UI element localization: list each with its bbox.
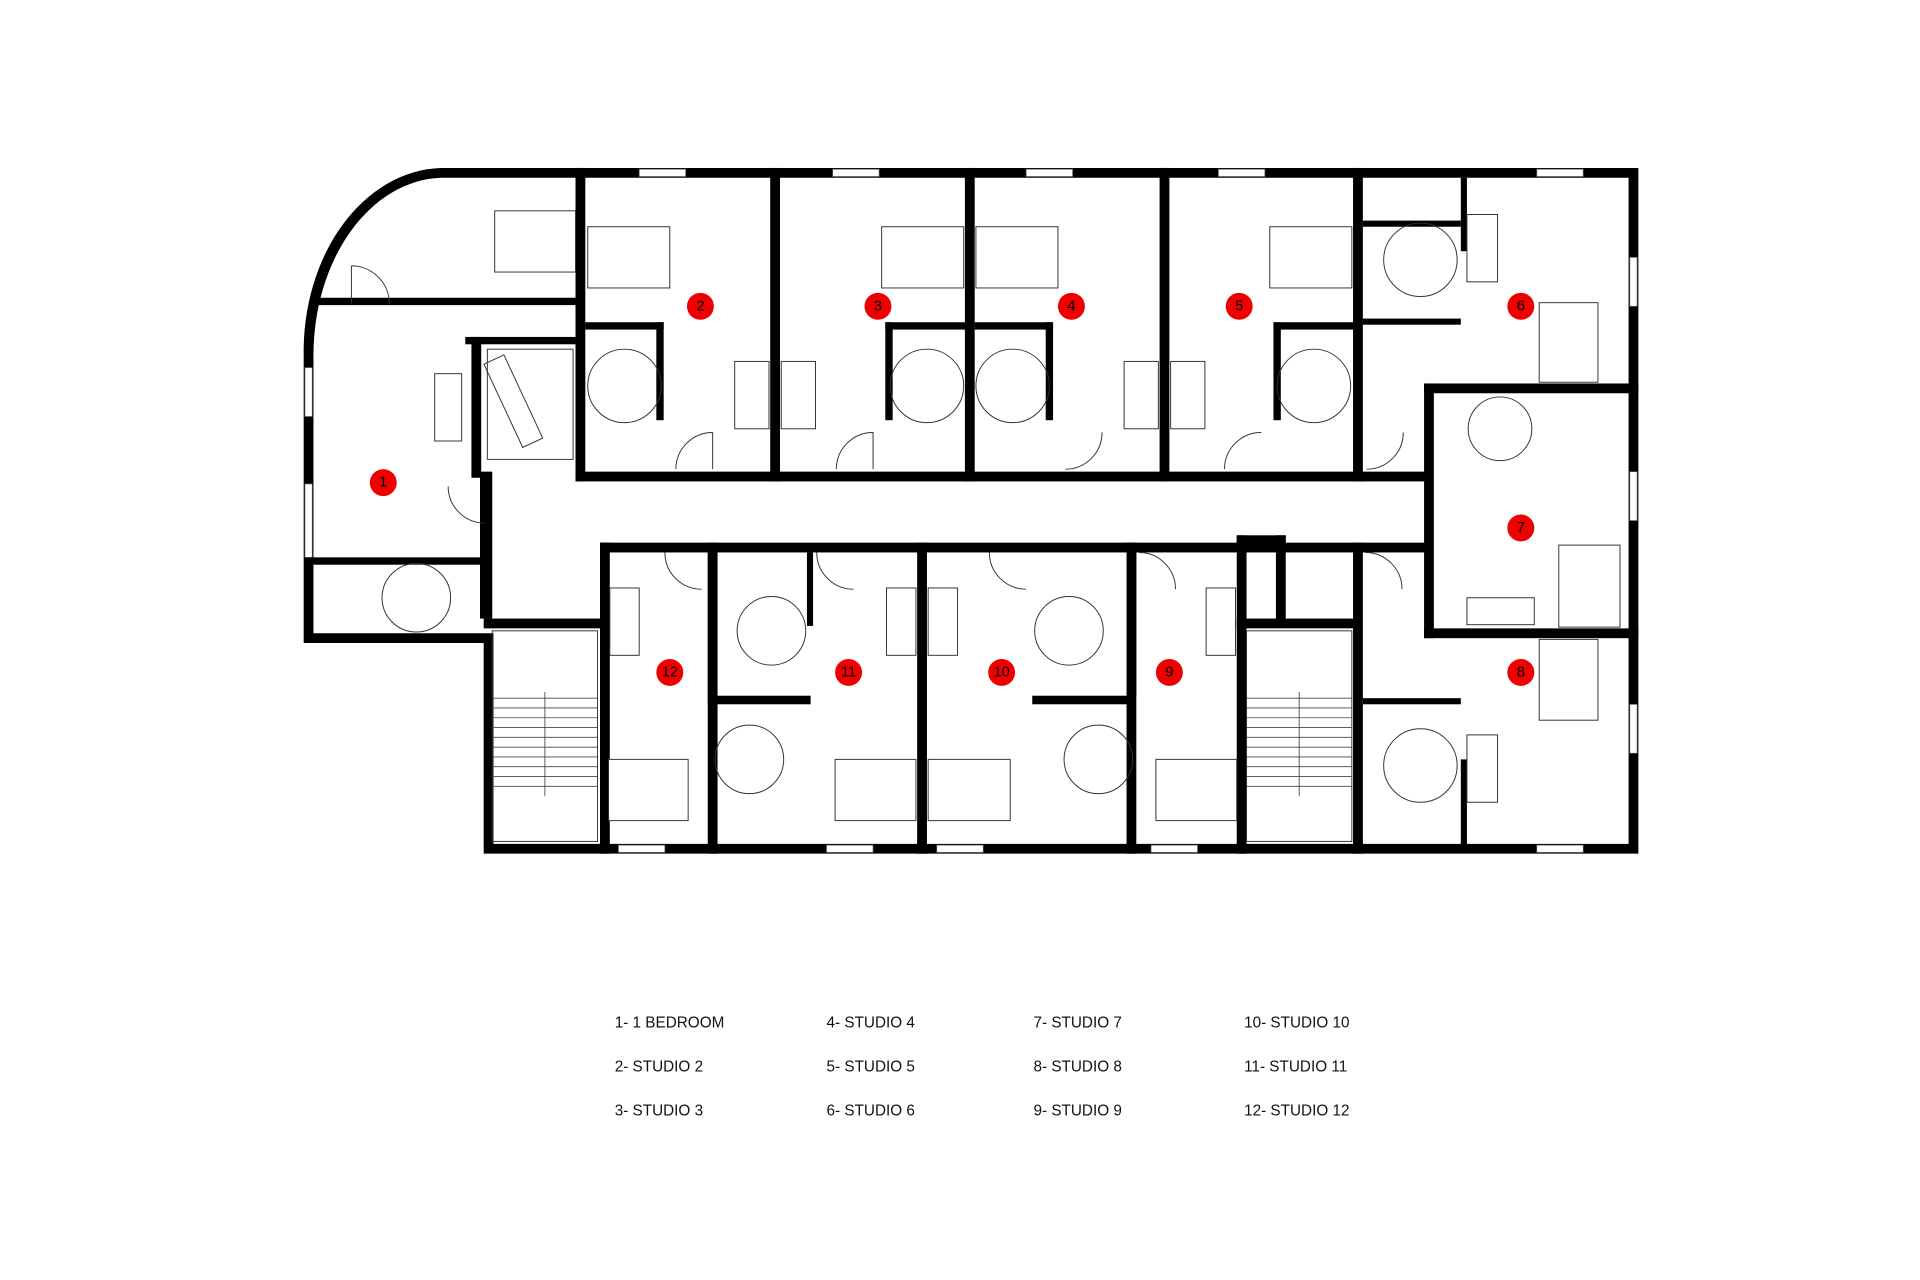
unit-tag-label: 4 <box>1067 298 1075 314</box>
unit-tag-label: 3 <box>874 298 882 314</box>
unit-tag-label: 11 <box>841 664 856 680</box>
legend-item: 11- STUDIO 11 <box>1244 1059 1347 1076</box>
bathroom-walls <box>585 177 1467 846</box>
unit-tag-label: 10 <box>993 664 1009 680</box>
unit-tag-label: 12 <box>662 664 678 680</box>
unit-tag-11[interactable]: 11 <box>835 658 863 686</box>
unit-tag-label: 7 <box>1517 520 1525 536</box>
unit-tag-label: 2 <box>696 298 704 314</box>
unit-tag-5[interactable]: 5 <box>1225 292 1253 320</box>
legend-item: 6- STUDIO 6 <box>827 1103 915 1120</box>
stairs <box>491 630 1353 842</box>
legend-item: 2- STUDIO 2 <box>615 1059 703 1076</box>
unit-tag-label: 6 <box>1517 298 1525 314</box>
unit-tags: 1 2 3 4 5 6 7 8 9 10 11 12 <box>369 292 1535 686</box>
legend-item: 4- STUDIO 4 <box>827 1015 916 1032</box>
unit-legend: 1- 1 BEDROOM 2- STUDIO 2 3- STUDIO 3 4- … <box>615 1015 1350 1120</box>
legend-item: 10- STUDIO 10 <box>1244 1015 1349 1032</box>
legend-item: 7- STUDIO 7 <box>1033 1015 1121 1032</box>
unit-tag-2[interactable]: 2 <box>686 292 714 320</box>
unit-tag-label: 1 <box>379 475 387 491</box>
unit-tag-1[interactable]: 1 <box>369 469 397 497</box>
legend-item: 5- STUDIO 5 <box>827 1059 915 1076</box>
legend-item: 1- 1 BEDROOM <box>615 1015 725 1032</box>
legend-item: 9- STUDIO 9 <box>1033 1103 1121 1120</box>
unit-tag-7[interactable]: 7 <box>1507 514 1535 542</box>
unit-tag-3[interactable]: 3 <box>864 292 892 320</box>
legend-item: 12- STUDIO 12 <box>1244 1103 1349 1120</box>
unit-tag-12[interactable]: 12 <box>656 658 684 686</box>
fixtures <box>350 210 1621 822</box>
unit-tag-label: 9 <box>1165 664 1173 680</box>
unit-tag-label: 8 <box>1517 664 1525 680</box>
unit-tag-6[interactable]: 6 <box>1507 292 1535 320</box>
unit-tag-label: 5 <box>1235 298 1243 314</box>
walls <box>303 167 1639 854</box>
legend-item: 3- STUDIO 3 <box>615 1103 703 1120</box>
legend-item: 8- STUDIO 8 <box>1033 1059 1121 1076</box>
unit-tag-9[interactable]: 9 <box>1155 658 1183 686</box>
unit-tag-4[interactable]: 4 <box>1057 292 1085 320</box>
unit-tag-10[interactable]: 10 <box>988 658 1016 686</box>
unit-tag-8[interactable]: 8 <box>1507 658 1535 686</box>
